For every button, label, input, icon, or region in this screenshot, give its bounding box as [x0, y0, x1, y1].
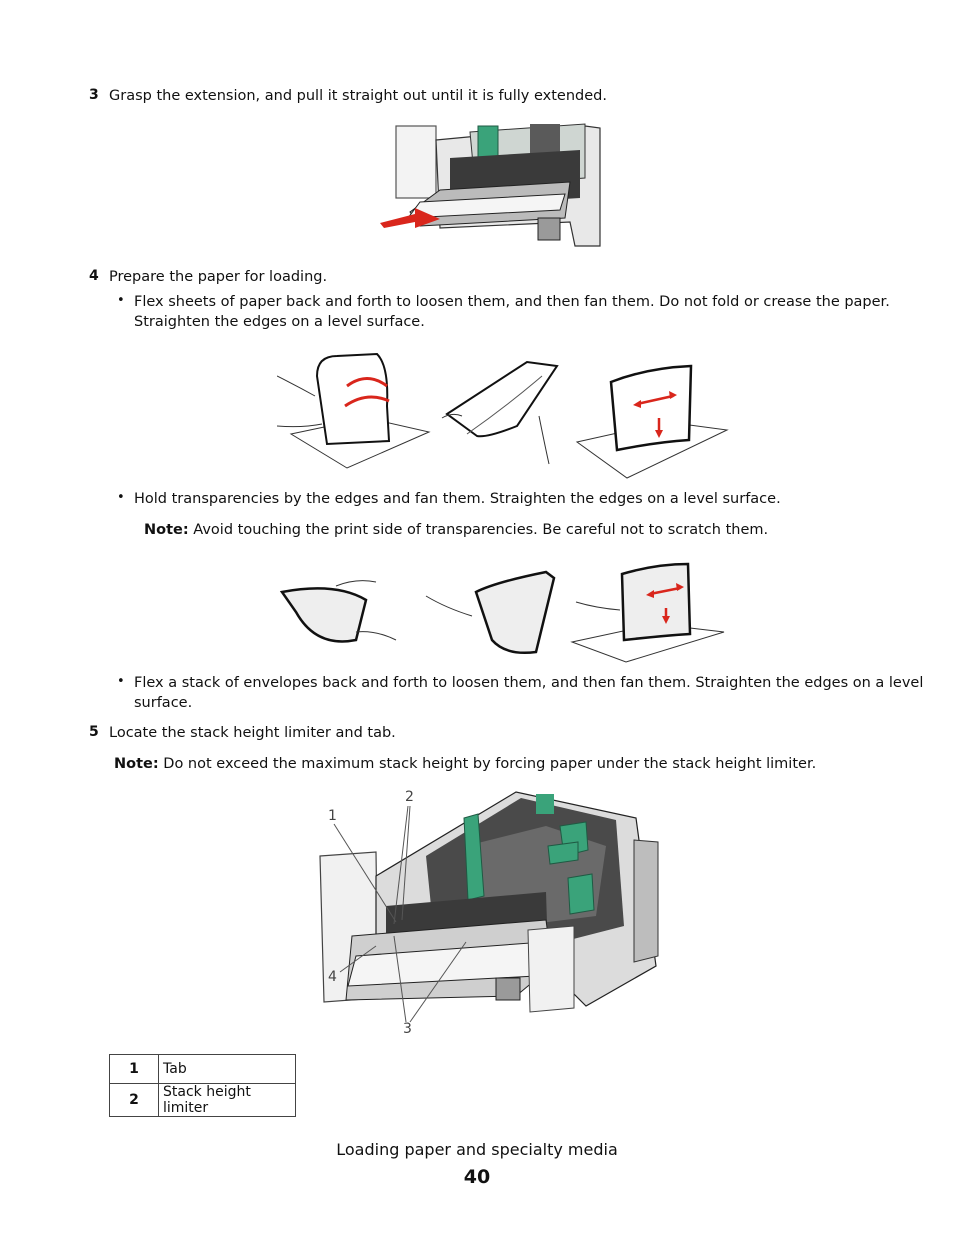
step-4-number: 4 — [89, 268, 99, 284]
bullet-marker: • — [117, 490, 125, 505]
legend-number: 1 — [109, 1054, 159, 1084]
bullet-marker: • — [117, 293, 125, 308]
step-5-number: 5 — [89, 724, 99, 740]
note-label: Note: — [144, 522, 189, 538]
note-label: Note: — [114, 756, 159, 772]
paper-flex-figure — [277, 346, 729, 484]
legend-label: Stack height limiter — [158, 1083, 296, 1117]
bullet-paper-line2: Straighten the edges on a level surface. — [134, 314, 425, 330]
transparency-flex-figure — [276, 552, 728, 664]
bullet-envelopes-line1: Flex a stack of envelopes back and forth… — [134, 675, 924, 691]
legend-label: Tab — [158, 1054, 296, 1084]
bullet-marker: • — [117, 674, 125, 689]
tray-callout-figure — [316, 786, 662, 1040]
step-5-text: Locate the stack height limiter and tab. — [109, 725, 396, 741]
step-3-text: Grasp the extension, and pull it straigh… — [109, 88, 607, 104]
page-number: 40 — [463, 1166, 491, 1188]
bullet-transparencies: Hold transparencies by the edges and fan… — [134, 491, 781, 507]
step-4-text: Prepare the paper for loading. — [109, 269, 328, 285]
table-row: 1 Tab — [109, 1054, 296, 1084]
callout-3: 3 — [403, 1021, 412, 1037]
note-text: Avoid touching the print side of transpa… — [193, 522, 769, 538]
note-text: Do not exceed the maximum stack height b… — [163, 756, 817, 772]
bullet-paper-line1: Flex sheets of paper back and forth to l… — [134, 294, 890, 310]
tray-extension-figure — [380, 118, 605, 250]
table-row: 2 Stack height limiter — [109, 1083, 296, 1117]
bullet-envelopes-line2: surface. — [134, 695, 193, 711]
transparency-note: Note: Avoid touching the print side of t… — [144, 520, 768, 540]
callout-2: 2 — [405, 789, 414, 805]
footer-section-title: Loading paper and specialty media — [336, 1140, 618, 1159]
stack-height-note: Note: Do not exceed the maximum stack he… — [114, 754, 816, 774]
step-3-number: 3 — [89, 87, 99, 103]
callout-4: 4 — [328, 969, 337, 985]
legend-number: 2 — [109, 1083, 159, 1117]
callout-1: 1 — [328, 808, 337, 824]
callout-legend-table: 1 Tab 2 Stack height limiter — [109, 1054, 296, 1117]
